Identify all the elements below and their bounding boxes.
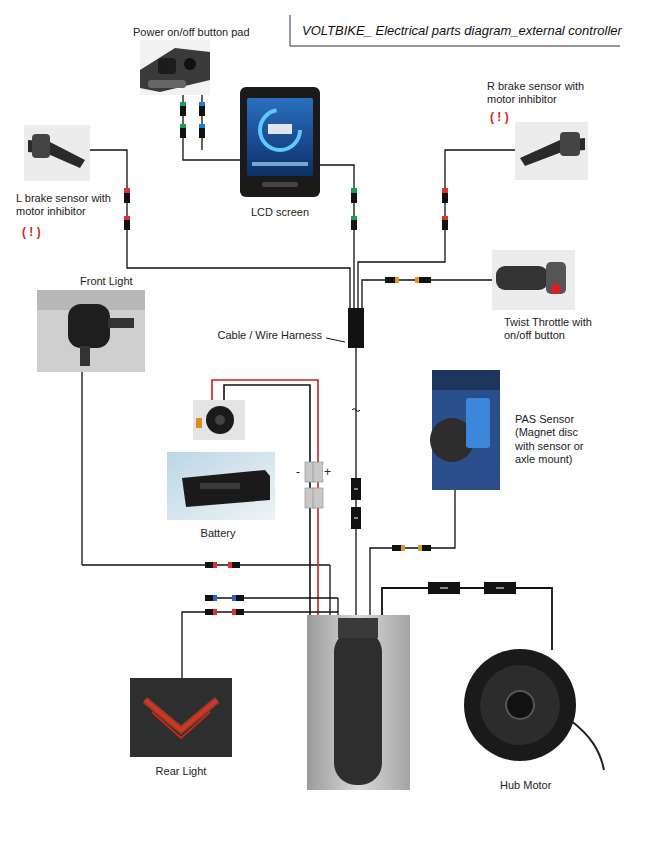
part-label: L brake sensor with motor inhibitor <box>16 192 122 219</box>
wire-connector <box>320 165 354 308</box>
part-label: Front Light <box>80 275 160 288</box>
part-box: R brake sensor with motor inhibitor( ! ) <box>515 122 588 180</box>
part-box: Hub Motor <box>445 640 605 775</box>
part-box: L brake sensor with motor inhibitor( ! ) <box>24 125 90 181</box>
part-box: Cable / Wire Harness <box>348 308 364 348</box>
diagram-title: VOLTBIKE_ Electrical parts diagram_exter… <box>302 23 622 38</box>
wire-connector <box>362 280 492 308</box>
part-box: Twist Throttle with on/off button <box>492 250 575 310</box>
part-label: Rear Light <box>140 765 222 778</box>
part-label: Cable / Wire Harness <box>208 329 322 342</box>
part-label: Twist Throttle with on/off button <box>504 316 614 343</box>
part-label: LCD screen <box>232 206 328 219</box>
part-box: LCD screen <box>240 87 320 197</box>
part-box: Battery <box>167 400 275 520</box>
part-box: Power on/off button pad <box>140 40 210 95</box>
part-label: Battery <box>180 527 256 540</box>
polarity-label: + <box>323 465 332 479</box>
wire-connector <box>183 95 240 160</box>
part-label: PAS Sensor (Magnet disc with sensor or a… <box>515 413 599 467</box>
part-box: Front Light <box>37 290 145 372</box>
part-label: Power on/off button pad <box>133 26 263 39</box>
warning-mark: ( ! ) <box>22 225 52 240</box>
part-label: Hub Motor <box>500 779 590 792</box>
part-box: PAS Sensor (Magnet disc with sensor or a… <box>432 370 500 490</box>
warning-mark: ( ! ) <box>490 110 520 125</box>
part-label: R brake sensor with motor inhibitor <box>487 80 599 107</box>
wire-connector <box>358 150 515 308</box>
polarity-label: - <box>295 465 301 479</box>
part-box: Rear Light <box>130 678 232 757</box>
